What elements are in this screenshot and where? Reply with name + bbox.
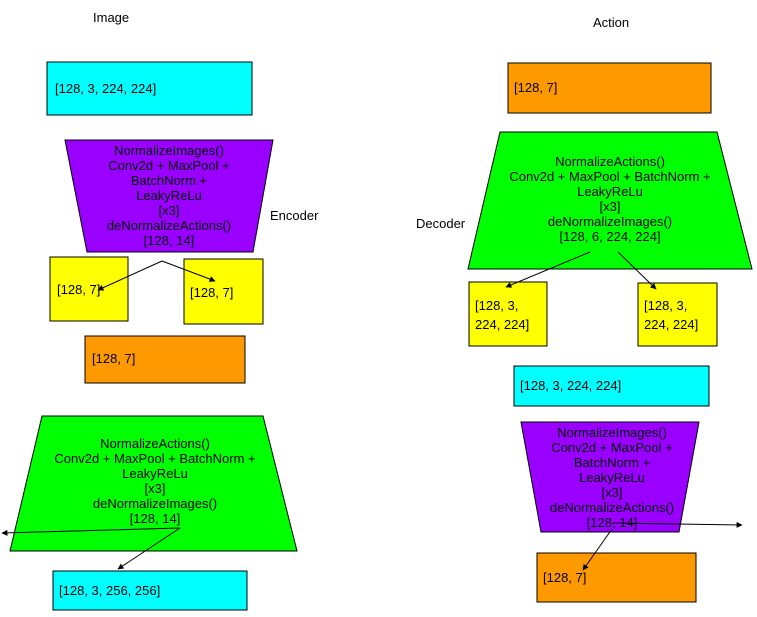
right-encoder-trapezoid	[520, 421, 700, 533]
left-decoder-line: LeakyReLu	[122, 466, 188, 481]
left-decoder-line: NormalizeActions()	[100, 436, 210, 451]
left-split-a-box	[49, 256, 129, 322]
right-decoder-line: NormalizeActions()	[555, 154, 665, 169]
right-encoder-line: deNormalizeActions()	[550, 500, 674, 515]
left-encoder-line: [x3]	[159, 203, 180, 218]
left-input-label: [128, 3, 224, 224]	[55, 81, 156, 96]
left-split-arrow-b	[161, 260, 216, 282]
left-down-arrow	[117, 527, 181, 570]
right-encoder-line: BatchNorm +	[574, 455, 650, 470]
left-action-tensor: [128, 7]	[84, 335, 246, 384]
left-decoder-line: [x3]	[145, 481, 166, 496]
right-input-label: [128, 7]	[514, 80, 557, 95]
right-encoder-line: LeakyReLu	[579, 470, 645, 485]
right-image-tensor: [128, 3, 224, 224]	[513, 365, 710, 407]
left-decoder-line: Conv2d + MaxPool + BatchNorm +	[54, 451, 255, 466]
right-out-arrow	[611, 521, 743, 528]
right-split-b: [128, 3, 224, 224]	[637, 282, 718, 347]
right-image-box	[513, 365, 710, 407]
right-decoder-block: NormalizeActions() Conv2d + MaxPool + Ba…	[467, 131, 753, 270]
left-encoder-line: LeakyReLu	[136, 188, 202, 203]
action-heading: Action	[593, 15, 629, 30]
right-input-tensor: [128, 7]	[507, 62, 712, 114]
left-encoder-line: [128, 14]	[144, 233, 195, 248]
left-split-b-box	[183, 258, 264, 325]
right-encoder-line: Conv2d + MaxPool +	[551, 440, 672, 455]
decoder-label: Decoder	[416, 216, 466, 231]
left-split-b: [128, 7]	[183, 258, 264, 325]
right-split-a-box	[468, 281, 548, 347]
left-split-a: [128, 7]	[49, 256, 129, 322]
left-decoder-trapezoid	[9, 415, 298, 552]
left-encoder-line: BatchNorm +	[131, 173, 207, 188]
left-output-tensor: [128, 3, 256, 256]	[52, 570, 248, 611]
left-split-b-label: [128, 7]	[190, 285, 233, 300]
left-split-arrow-a	[97, 260, 163, 291]
left-action-label: [128, 7]	[92, 351, 135, 366]
right-split-arrow-b	[617, 251, 657, 290]
right-decoder-line: [x3]	[600, 199, 621, 214]
left-encoder-line: Conv2d + MaxPool +	[108, 158, 229, 173]
left-input-tensor: [128, 3, 224, 224]	[46, 61, 253, 116]
encoder-label: Encoder	[270, 208, 319, 223]
left-decoder-line: [128, 14]	[130, 511, 181, 526]
left-output-box	[52, 570, 248, 611]
left-action-box	[84, 335, 246, 384]
right-decoder-trapezoid	[467, 131, 753, 270]
right-split-a-label: 224, 224]	[475, 317, 529, 332]
left-output-label: [128, 3, 256, 256]	[59, 583, 160, 598]
left-input-box	[46, 61, 253, 116]
right-output-box	[536, 552, 697, 603]
left-decoder-line: deNormalizeImages()	[93, 496, 217, 511]
right-encoder-line: [x3]	[602, 485, 623, 500]
right-decoder-line: Conv2d + MaxPool + BatchNorm +	[509, 169, 710, 184]
right-split-b-label: 224, 224]	[644, 317, 698, 332]
right-decoder-line: [128, 6, 224, 224]	[559, 229, 660, 244]
left-encoder-block: NormalizeImages() Conv2d + MaxPool + Bat…	[64, 139, 274, 253]
image-heading: Image	[93, 10, 129, 25]
left-out-arrow	[1, 527, 181, 536]
right-down-arrow	[582, 528, 613, 571]
left-encoder-line: NormalizeImages()	[114, 143, 224, 158]
right-split-a: [128, 3, 224, 224]	[468, 281, 548, 347]
left-encoder-line: deNormalizeActions()	[107, 218, 231, 233]
left-split-a-label: [128, 7]	[57, 282, 100, 297]
right-image-label: [128, 3, 224, 224]	[520, 378, 621, 393]
right-decoder-line: deNormalizeImages()	[548, 214, 672, 229]
right-input-box	[507, 62, 712, 114]
right-encoder-line: [128, 14]	[587, 515, 638, 530]
right-encoder-line: NormalizeImages()	[557, 425, 667, 440]
right-split-arrow-a	[505, 251, 591, 288]
right-output-tensor: [128, 7]	[536, 552, 697, 603]
right-encoder-block: NormalizeImages() Conv2d + MaxPool + Bat…	[520, 421, 700, 533]
left-decoder-block: NormalizeActions() Conv2d + MaxPool + Ba…	[9, 415, 298, 552]
right-output-label: [128, 7]	[543, 570, 586, 585]
left-encoder-trapezoid	[64, 139, 274, 253]
right-split-a-label: [128, 3,	[475, 298, 518, 313]
right-decoder-line: LeakyReLu	[577, 184, 643, 199]
right-split-b-box	[637, 282, 718, 347]
right-split-b-label: [128, 3,	[644, 298, 687, 313]
